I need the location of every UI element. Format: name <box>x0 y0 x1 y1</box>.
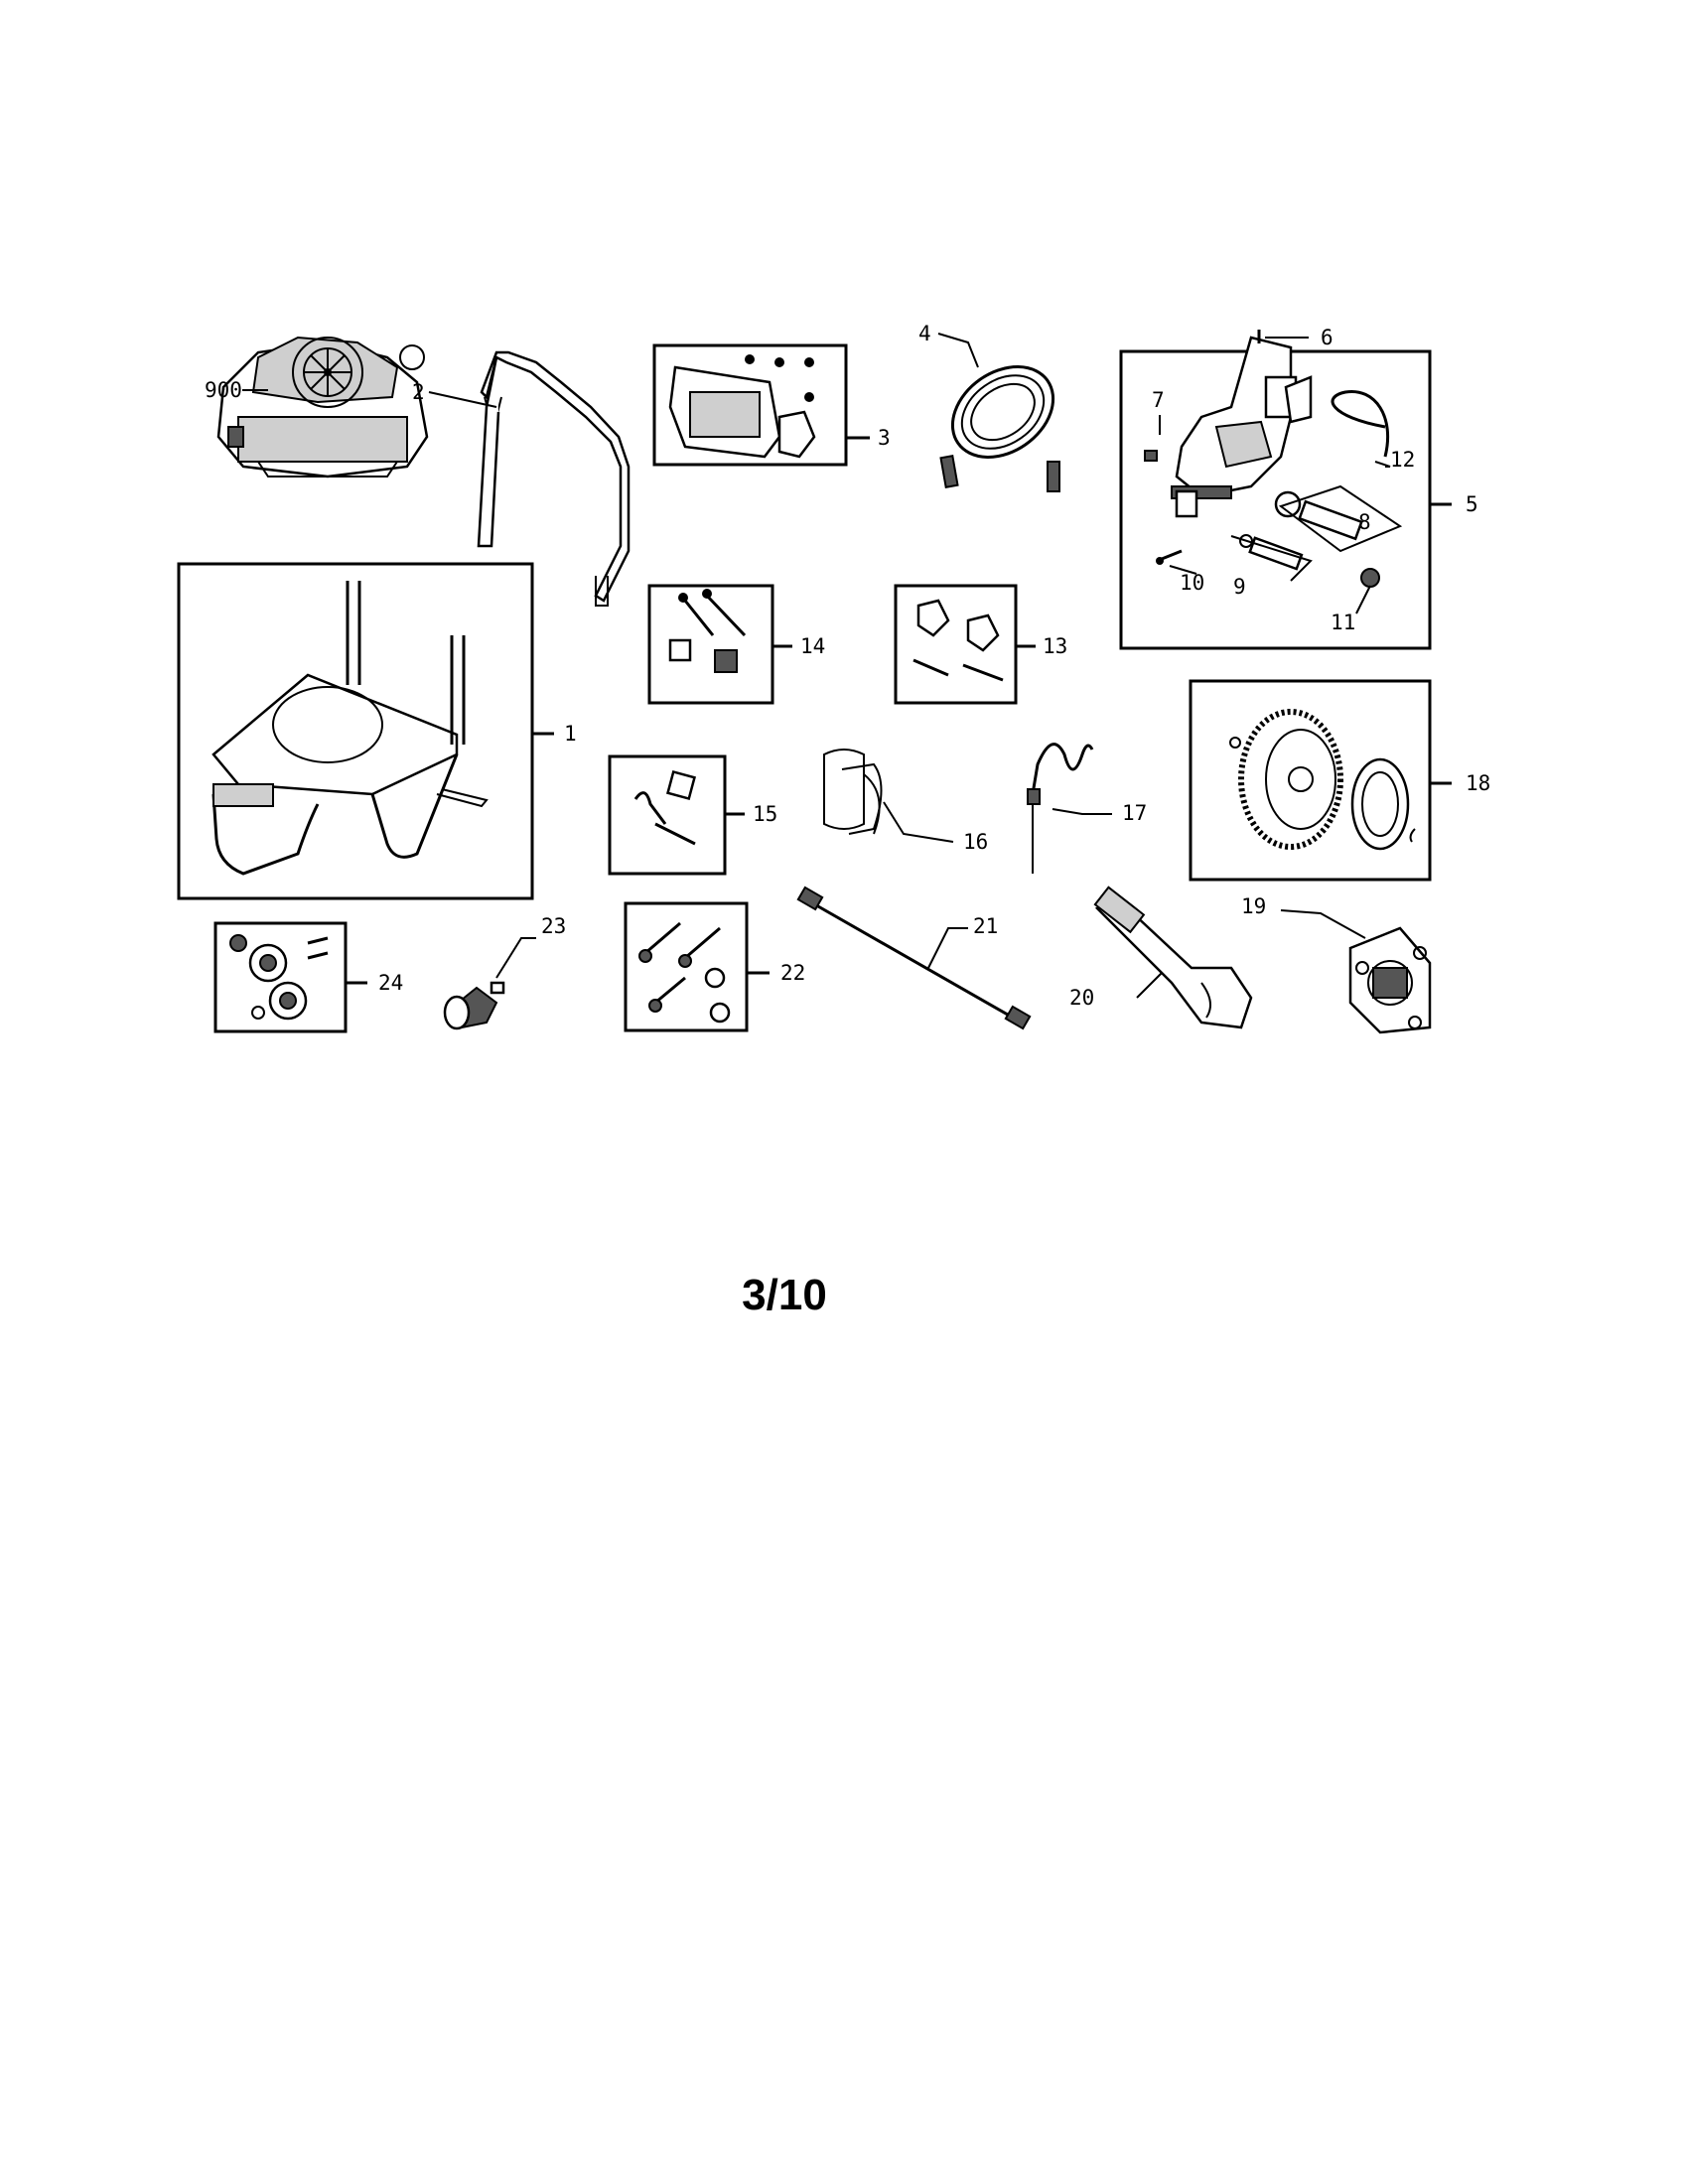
leader-line-17 <box>1052 808 1112 815</box>
callout-6: 6 <box>1321 326 1333 349</box>
callout-19: 19 <box>1241 894 1266 918</box>
part-3-control-panel[interactable] <box>668 354 816 459</box>
leader-line-10 <box>1169 565 1197 575</box>
callout-1: 1 <box>564 722 577 746</box>
leader-line-11 <box>1355 585 1371 614</box>
box-part-14 <box>647 584 774 705</box>
box-part-13 <box>894 584 1018 705</box>
part-20-gun[interactable] <box>1093 886 1253 1029</box>
callout-5: 5 <box>1466 492 1478 516</box>
callout-18: 18 <box>1466 771 1490 795</box>
leader-line-21 <box>927 927 968 969</box>
callout-11: 11 <box>1331 611 1355 634</box>
part-5-pump[interactable] <box>1171 336 1313 518</box>
callout-17: 17 <box>1122 801 1147 825</box>
part-19-reel[interactable] <box>1348 926 1432 1034</box>
part-15-hardware[interactable] <box>633 769 697 846</box>
box-part-18 <box>1189 679 1432 882</box>
part-22-hardware[interactable] <box>638 921 731 1024</box>
box-part-1 <box>177 562 534 900</box>
callout-14: 14 <box>800 634 825 658</box>
callout-16: 16 <box>963 830 988 854</box>
part-2-handle[interactable] <box>477 350 631 607</box>
leader-line-20 <box>1136 972 1163 999</box>
callout-4: 4 <box>918 322 931 345</box>
page-number: 3/10 <box>742 1271 827 1319</box>
part-17-siphon[interactable] <box>1027 743 1094 874</box>
box-part-15 <box>608 754 727 876</box>
callout-15: 15 <box>753 802 777 826</box>
part-13-hardware[interactable] <box>912 599 1004 682</box>
callout-23: 23 <box>541 914 566 938</box>
box-part-3 <box>652 343 848 467</box>
callout-900: 900 <box>205 378 242 402</box>
leader-line-19 <box>1280 909 1366 939</box>
part-16-holder[interactable] <box>823 749 883 835</box>
part-18-wheel[interactable] <box>1229 709 1416 851</box>
part-11-cap[interactable] <box>1360 568 1380 588</box>
leader-line-4 <box>937 333 979 368</box>
leader-line-23 <box>495 937 536 979</box>
callout-24: 24 <box>378 971 403 995</box>
callout-7: 7 <box>1152 388 1165 412</box>
part-24-hardware[interactable] <box>229 934 329 1021</box>
part-10-nozzle[interactable] <box>1156 549 1183 565</box>
callout-9: 9 <box>1233 575 1246 599</box>
part-900-engine[interactable] <box>216 336 429 478</box>
part-7-oil-cap[interactable] <box>1144 450 1158 462</box>
part-9-fitting[interactable] <box>1239 534 1304 571</box>
callout-12: 12 <box>1390 448 1415 472</box>
box-part-22 <box>624 901 749 1032</box>
callout-10: 10 <box>1180 571 1204 595</box>
callout-21: 21 <box>973 914 998 938</box>
part-12-tube[interactable] <box>1331 389 1390 458</box>
leader-line-9 <box>1230 535 1313 582</box>
part-8-fitting[interactable] <box>1274 490 1363 541</box>
callout-20: 20 <box>1069 986 1094 1010</box>
leader-line-12 <box>1374 461 1391 468</box>
part-14-hardware[interactable] <box>668 589 747 673</box>
callout-3: 3 <box>878 426 891 450</box>
callout-8: 8 <box>1358 510 1371 534</box>
part-21-wand[interactable] <box>796 886 1032 1030</box>
leader-line-2 <box>428 391 497 408</box>
part-4-hose[interactable] <box>935 348 1070 492</box>
box-part-24 <box>213 921 348 1033</box>
leader-line-8 <box>1278 484 1403 553</box>
callout-2: 2 <box>412 380 425 404</box>
leader-line-16 <box>883 801 954 843</box>
part-23-nozzle[interactable] <box>443 981 505 1030</box>
callout-13: 13 <box>1043 634 1067 658</box>
callout-22: 22 <box>780 961 805 985</box>
part-1-frame[interactable] <box>211 581 489 876</box>
